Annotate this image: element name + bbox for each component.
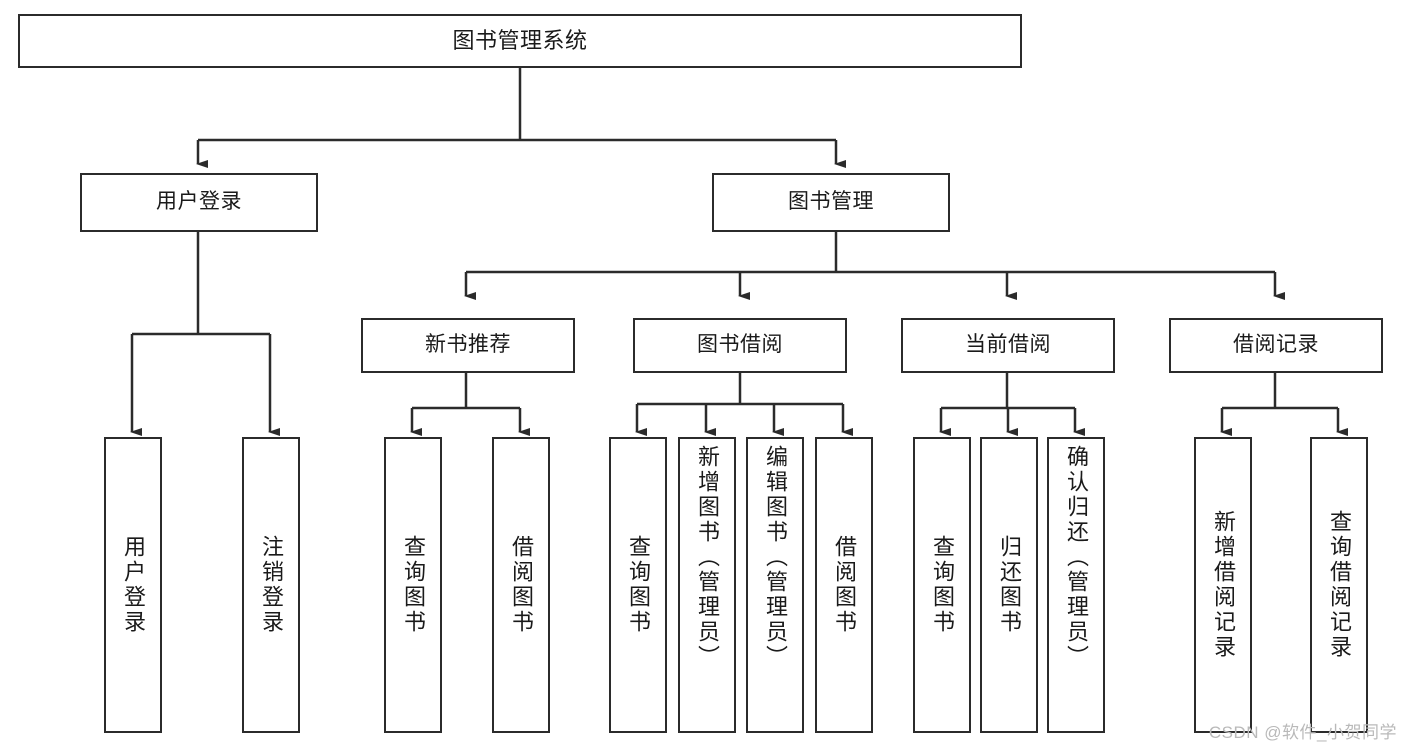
node-root-book-management-system[interactable]: 图书管理系统 [18,14,1022,68]
node-current-borrow[interactable]: 当前借阅 [901,318,1115,373]
leaf-logout-login[interactable]: 注销登录 [242,437,300,733]
node-label: 借阅图书 [832,535,857,635]
leaf-borrow-book[interactable]: 借阅图书 [815,437,873,733]
leaf-query-book-borrow[interactable]: 查询图书 [609,437,667,733]
node-label: 借阅图书 [509,535,534,635]
node-label: 查询图书 [930,535,955,635]
leaf-query-book-recommend[interactable]: 查询图书 [384,437,442,733]
leaf-borrow-book-recommend[interactable]: 借阅图书 [492,437,550,733]
node-new-book-recommend[interactable]: 新书推荐 [361,318,575,373]
node-book-borrow[interactable]: 图书借阅 [633,318,847,373]
node-user-login[interactable]: 用户登录 [80,173,318,232]
node-book-management[interactable]: 图书管理 [712,173,950,232]
csdn-watermark: CSDN @软件_小贺同学 [1208,723,1397,742]
node-label: 归还图书 [997,535,1022,635]
leaf-query-borrow-record[interactable]: 查询借阅记录 [1310,437,1368,733]
node-label: 新增图书（管理员） [695,445,720,670]
node-label: 编辑图书（管理员） [763,445,788,670]
node-label: 图书管理系统 [452,28,588,54]
node-label: 当前借阅 [965,333,1051,357]
node-label: 新书推荐 [425,333,511,357]
node-borrow-record[interactable]: 借阅记录 [1169,318,1383,373]
node-label: 查询图书 [626,535,651,635]
node-label: 图书借阅 [697,333,783,357]
node-label: 新增借阅记录 [1211,510,1236,660]
leaf-confirm-return-admin[interactable]: 确认归还（管理员） [1047,437,1105,733]
leaf-user-login[interactable]: 用户登录 [104,437,162,733]
leaf-return-book[interactable]: 归还图书 [980,437,1038,733]
node-label: 查询图书 [401,535,426,635]
node-label: 确认归还（管理员） [1064,445,1089,670]
leaf-edit-book-admin[interactable]: 编辑图书（管理员） [746,437,804,733]
node-label: 借阅记录 [1233,333,1319,357]
node-label: 查询借阅记录 [1327,510,1352,660]
node-label: 图书管理 [788,190,874,214]
node-label: 用户登录 [156,190,242,214]
leaf-add-book-admin[interactable]: 新增图书（管理员） [678,437,736,733]
leaf-add-borrow-record[interactable]: 新增借阅记录 [1194,437,1252,733]
node-label: 用户登录 [121,535,146,635]
node-label: 注销登录 [259,535,284,635]
leaf-query-book-current[interactable]: 查询图书 [913,437,971,733]
